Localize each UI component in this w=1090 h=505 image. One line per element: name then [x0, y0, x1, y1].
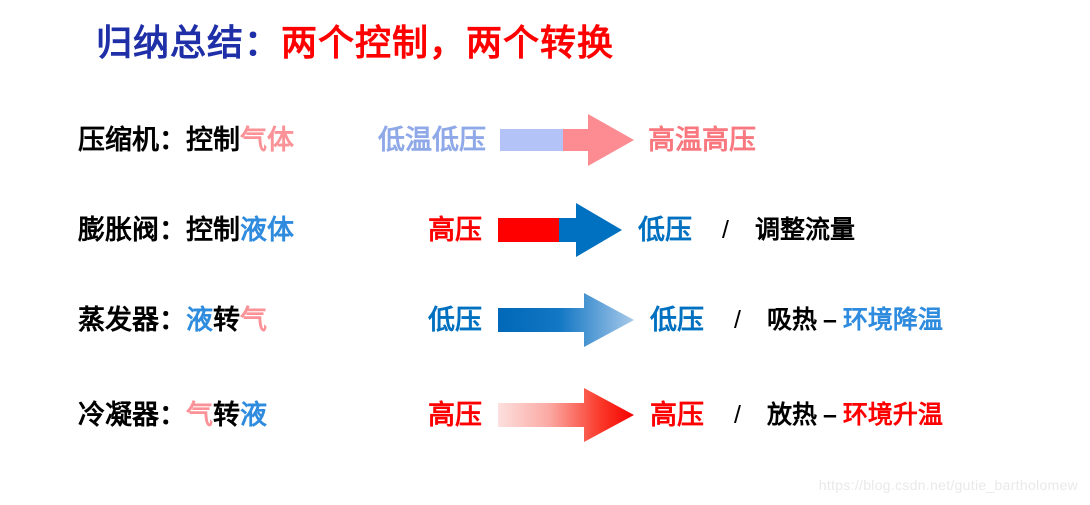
separator-slash: /: [734, 400, 741, 429]
title-prefix: 归纳总结：: [95, 22, 281, 63]
row-expansion-valve: 膨胀阀：控制液体 高压 低压 / 调: [0, 202, 1090, 258]
row-compressor: 压缩机：控制气体 低温低压 高温高压: [0, 112, 1090, 168]
flow-from-label: 低温低压: [378, 124, 486, 155]
label-object: 气: [240, 305, 267, 335]
label-object: 液: [240, 400, 267, 430]
flow-to-label: 高温高压: [648, 124, 756, 155]
row-label-evaporator: 蒸发器：液转气: [78, 292, 267, 348]
label-verb: 控制: [186, 215, 240, 245]
flow-to-label: 低压: [650, 304, 704, 335]
label-main: 蒸发器: [78, 305, 159, 335]
separator-slash: /: [722, 215, 729, 244]
row-evaporator: 蒸发器：液转气 低压 低压 / 吸热: [0, 292, 1090, 348]
flow-from-label: 高压: [428, 214, 482, 245]
arrow-blue-salmon-split-icon: [500, 112, 634, 168]
separator-slash: /: [734, 305, 741, 334]
note-black: 调整流量: [754, 215, 855, 244]
note-dash: –: [822, 400, 837, 429]
arrow-red-gradient-icon: [498, 387, 634, 443]
label-object: 液体: [240, 215, 294, 245]
label-verb: 液: [186, 305, 213, 335]
label-colon: ：: [159, 125, 186, 155]
flow-from-label: 高压: [428, 399, 482, 430]
page-title: 归纳总结：两个控制，两个转换: [0, 14, 1090, 66]
arrow-blue-gradient-icon: [498, 292, 634, 348]
label-colon: ：: [159, 305, 186, 335]
row-label-compressor: 压缩机：控制气体: [78, 112, 294, 168]
note-black: 吸热: [766, 305, 817, 334]
label-mid: 转: [213, 305, 240, 335]
label-main: 压缩机: [78, 125, 159, 155]
row-label-condenser: 冷凝器：气转液: [78, 387, 267, 443]
flow-group-compressor: 低温低压 高温高压: [378, 112, 756, 168]
label-object: 气体: [240, 125, 294, 155]
title-highlight: 两个控制，两个转换: [281, 22, 615, 63]
label-colon: ：: [159, 400, 186, 430]
row-label-expansion-valve: 膨胀阀：控制液体: [78, 202, 294, 258]
row-condenser: 冷凝器：气转液 高压 高压 /: [0, 387, 1090, 443]
flow-to-label: 低压: [638, 214, 692, 245]
flow-from-label: 低压: [428, 304, 482, 335]
label-main: 冷凝器: [78, 400, 159, 430]
flow-group-expansion-valve: 高压 低压 / 调整流量: [428, 202, 855, 258]
flow-to-label: 高压: [650, 399, 704, 430]
watermark-url: https://blog.csdn.net/gutie_bartholomew: [818, 477, 1078, 493]
label-mid: 转: [213, 400, 240, 430]
flow-group-condenser: 高压 高压 / 放热 – 环境: [428, 387, 943, 443]
note-black: 放热: [766, 400, 817, 429]
note-dash: –: [822, 305, 837, 334]
arrow-red-blue-split-icon: [498, 202, 622, 258]
note-colored: 环境降温: [842, 305, 943, 334]
label-verb: 气: [186, 400, 213, 430]
note-colored: 环境升温: [842, 400, 943, 429]
label-verb: 控制: [186, 125, 240, 155]
label-main: 膨胀阀: [78, 215, 159, 245]
label-colon: ：: [159, 215, 186, 245]
flow-group-evaporator: 低压 低压 / 吸热 – 环境降温: [428, 292, 943, 348]
